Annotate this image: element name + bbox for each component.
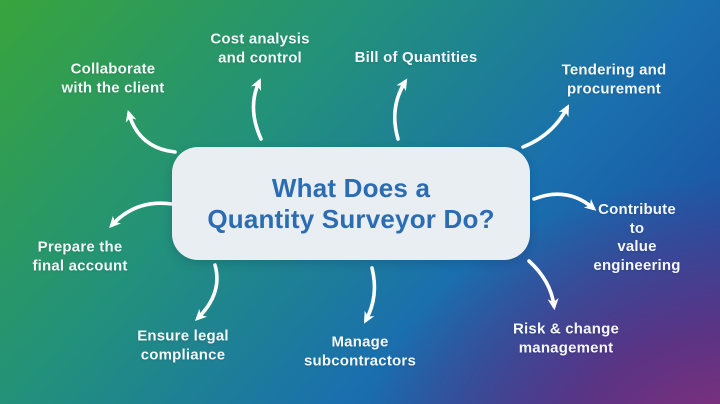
arrow-risk-icon — [527, 259, 559, 311]
arrow-prepare-icon — [109, 201, 174, 229]
arrow-collaborate-icon — [125, 109, 177, 154]
arrow-cost-icon — [250, 78, 263, 141]
arrow-bill-icon — [392, 78, 408, 141]
arrow-contribute-icon — [532, 192, 597, 211]
page-title: What Does a Quantity Surveyor Do? — [207, 172, 495, 234]
node-risk-and-change-management: Risk & change management — [513, 320, 619, 357]
node-cost-analysis-and-control: Cost analysis and control — [210, 30, 310, 67]
node-ensure-legal-compliance: Ensure legal compliance — [137, 327, 229, 364]
node-contribute-to-value-engineering: Contribute to value engineering — [593, 201, 681, 274]
node-bill-of-quantities: Bill of Quantities — [354, 48, 478, 66]
arrow-tendering-icon — [521, 104, 569, 149]
arrow-ensure-icon — [194, 263, 219, 322]
center-topic-box: What Does a Quantity Surveyor Do? — [172, 147, 530, 260]
arrow-manage-icon — [363, 266, 377, 324]
node-manage-subcontractors: Manage subcontractors — [304, 333, 416, 370]
node-collaborate-with-client: Collaborate with the client — [61, 60, 165, 97]
node-tendering-and-procurement: Tendering and procurement — [561, 61, 667, 98]
node-prepare-the-final-account: Prepare the final account — [32, 238, 128, 275]
